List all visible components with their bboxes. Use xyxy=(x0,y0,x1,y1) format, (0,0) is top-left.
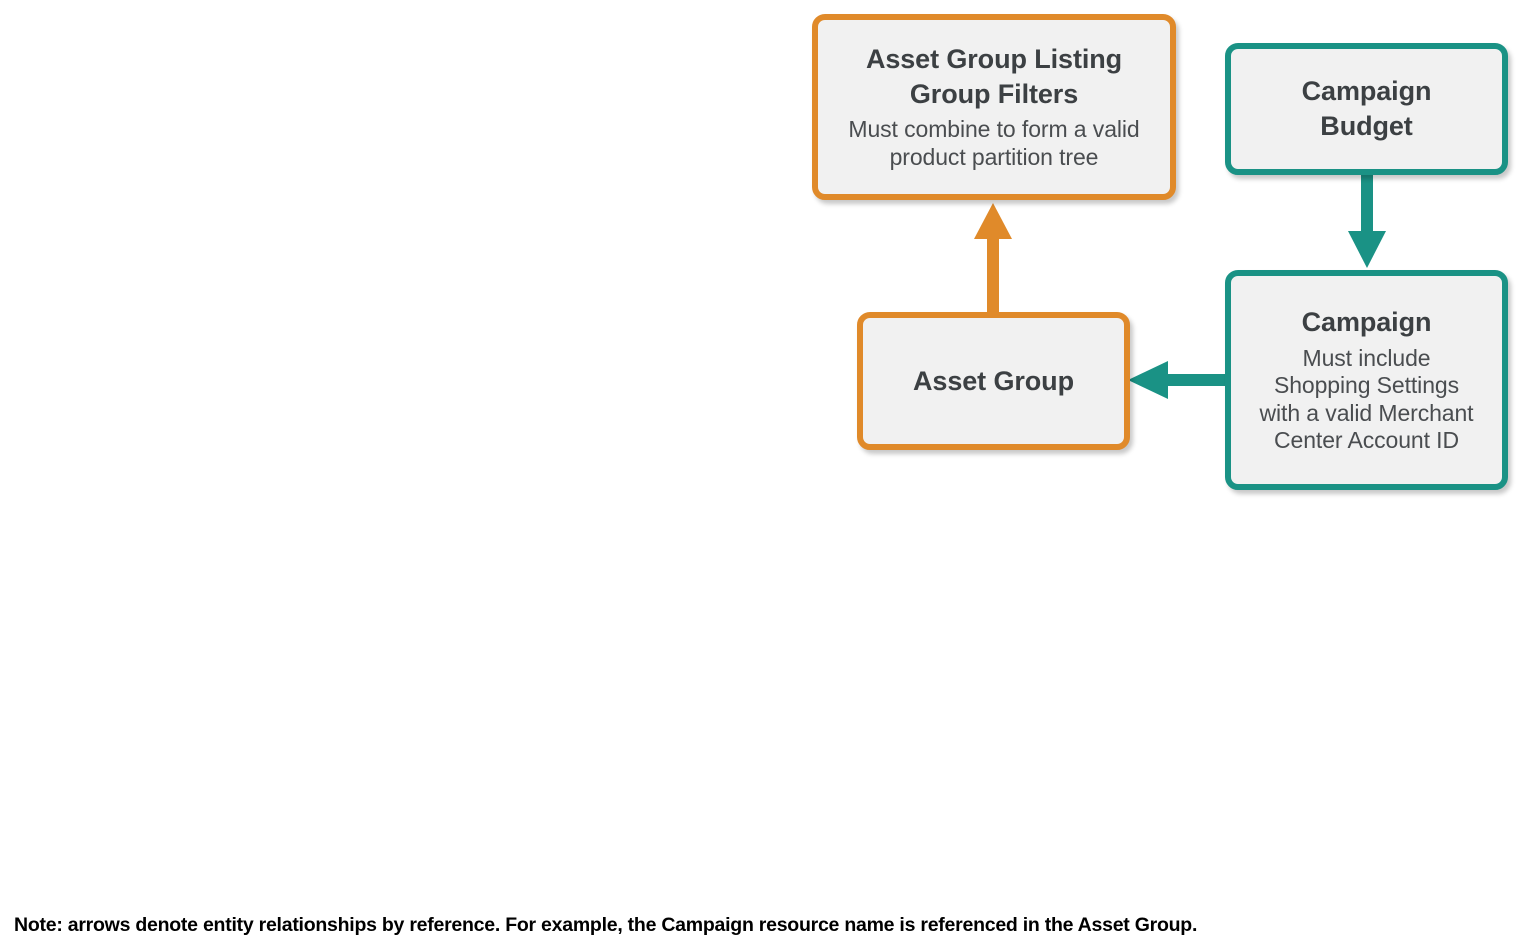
node-title: Campaign Budget xyxy=(1301,76,1432,141)
node-asset-group-listing-group-filters[interactable]: Asset Group Listing Group Filters Must c… xyxy=(812,14,1176,200)
node-asset-group[interactable]: Asset Group xyxy=(857,312,1130,450)
node-title: Campaign xyxy=(1301,307,1432,338)
node-subtitle: Must include Shopping Settings with a va… xyxy=(1259,344,1474,454)
node-subtitle: Must combine to form a valid product par… xyxy=(848,116,1140,171)
edge-campaign-to-asset-group-icon xyxy=(1128,361,1228,399)
edge-asset-group-to-filters-icon xyxy=(974,203,1012,313)
node-title: Asset Group xyxy=(913,365,1074,396)
node-campaign-budget[interactable]: Campaign Budget xyxy=(1225,43,1508,175)
node-title: Asset Group Listing Group Filters xyxy=(865,44,1123,109)
node-campaign[interactable]: Campaign Must include Shopping Settings … xyxy=(1225,270,1508,490)
diagram-note: Note: arrows denote entity relationships… xyxy=(14,914,1198,936)
edge-campaign-budget-to-campaign-icon xyxy=(1348,174,1386,268)
